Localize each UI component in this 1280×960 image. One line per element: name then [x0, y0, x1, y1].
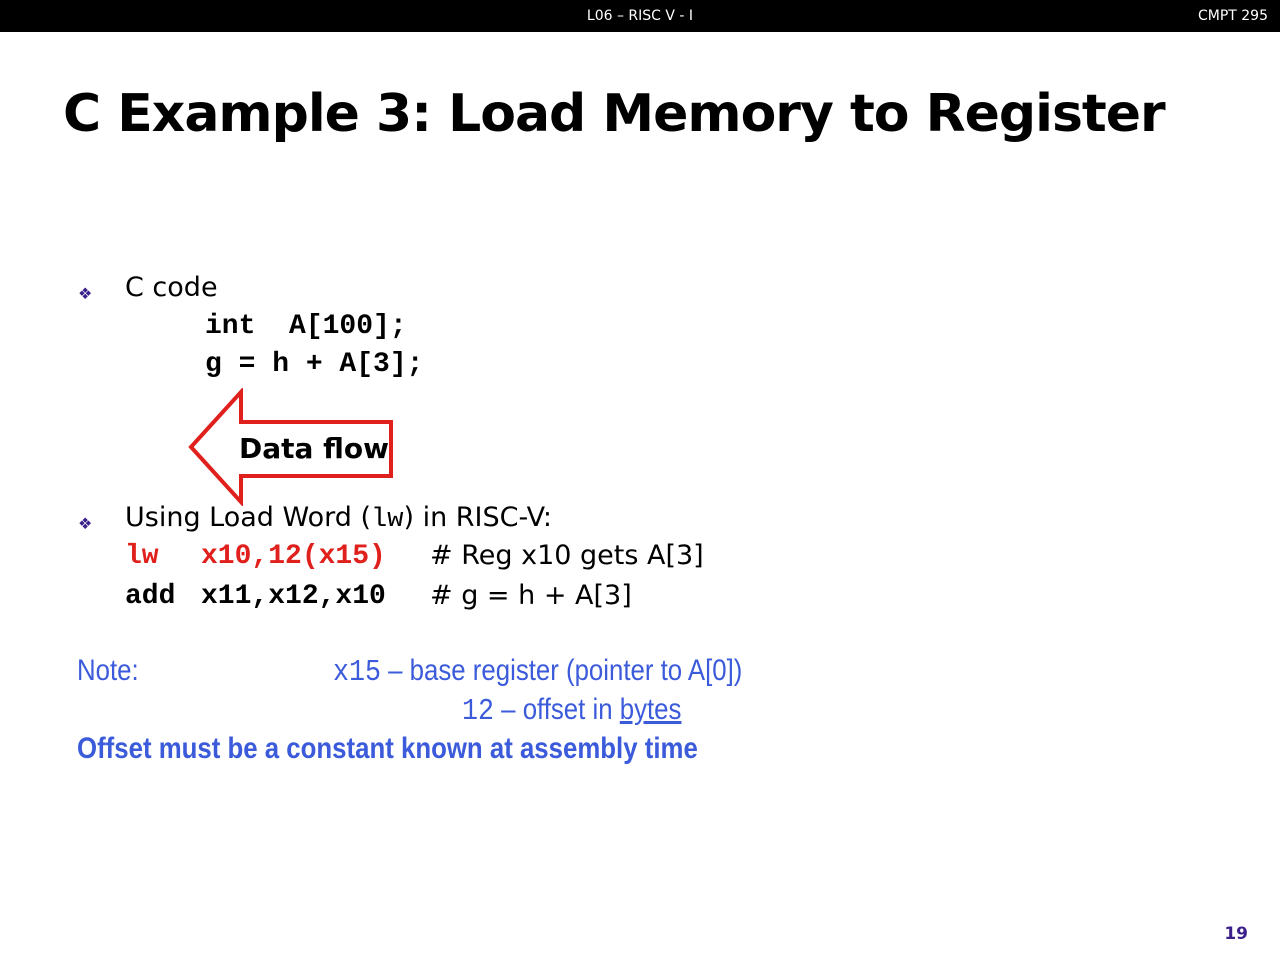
add-args: x11,x12,x10	[201, 581, 386, 612]
riscv-label: Using Load Word (lw) in RISC-V:	[125, 502, 552, 535]
c-code-label: C code	[125, 272, 218, 303]
note-label: Note:	[77, 654, 139, 687]
lw-opcode: lw	[125, 541, 159, 572]
riscv-label-pre: Using Load Word (	[125, 502, 372, 533]
course-code: CMPT 295	[1197, 8, 1268, 24]
add-opcode: add	[125, 581, 176, 612]
lw-args: x10,12(x15)	[201, 541, 386, 572]
c-code-line-1: int A[100];	[205, 311, 407, 342]
note-line-1-code: x15	[333, 655, 381, 690]
top-bar: L06 – RISC V - I CMPT 295	[0, 0, 1280, 32]
page-number: 19	[1224, 924, 1248, 944]
note-line-2-underlined: bytes	[619, 693, 682, 726]
lw-comment: # Reg x10 gets A[3]	[430, 540, 704, 571]
slide-title: C Example 3: Load Memory to Register	[63, 84, 1166, 144]
riscv-label-post: ) in RISC-V:	[403, 502, 553, 533]
note-emphasis: Offset must be a constant known at assem…	[77, 732, 698, 765]
note-line-1-text: – base register (pointer to A[0])	[380, 654, 743, 687]
add-comment: # g = h + A[3]	[430, 580, 632, 611]
note-line-1: x15 – base register (pointer to A[0])	[333, 654, 742, 690]
note-line-2-code: 12	[462, 694, 495, 729]
data-flow-label: Data flow	[239, 432, 390, 465]
data-flow-arrow-icon	[188, 388, 393, 506]
lecture-title: L06 – RISC V - I	[586, 8, 694, 24]
bullet-icon: ❖	[78, 286, 93, 303]
riscv-label-code: lw	[371, 505, 404, 535]
note-line-2: 12 – offset in bytes	[462, 693, 681, 729]
c-code-line-2: g = h + A[3];	[205, 349, 424, 380]
note-line-2-text: – offset in	[494, 693, 620, 726]
bullet-icon: ❖	[78, 516, 93, 533]
